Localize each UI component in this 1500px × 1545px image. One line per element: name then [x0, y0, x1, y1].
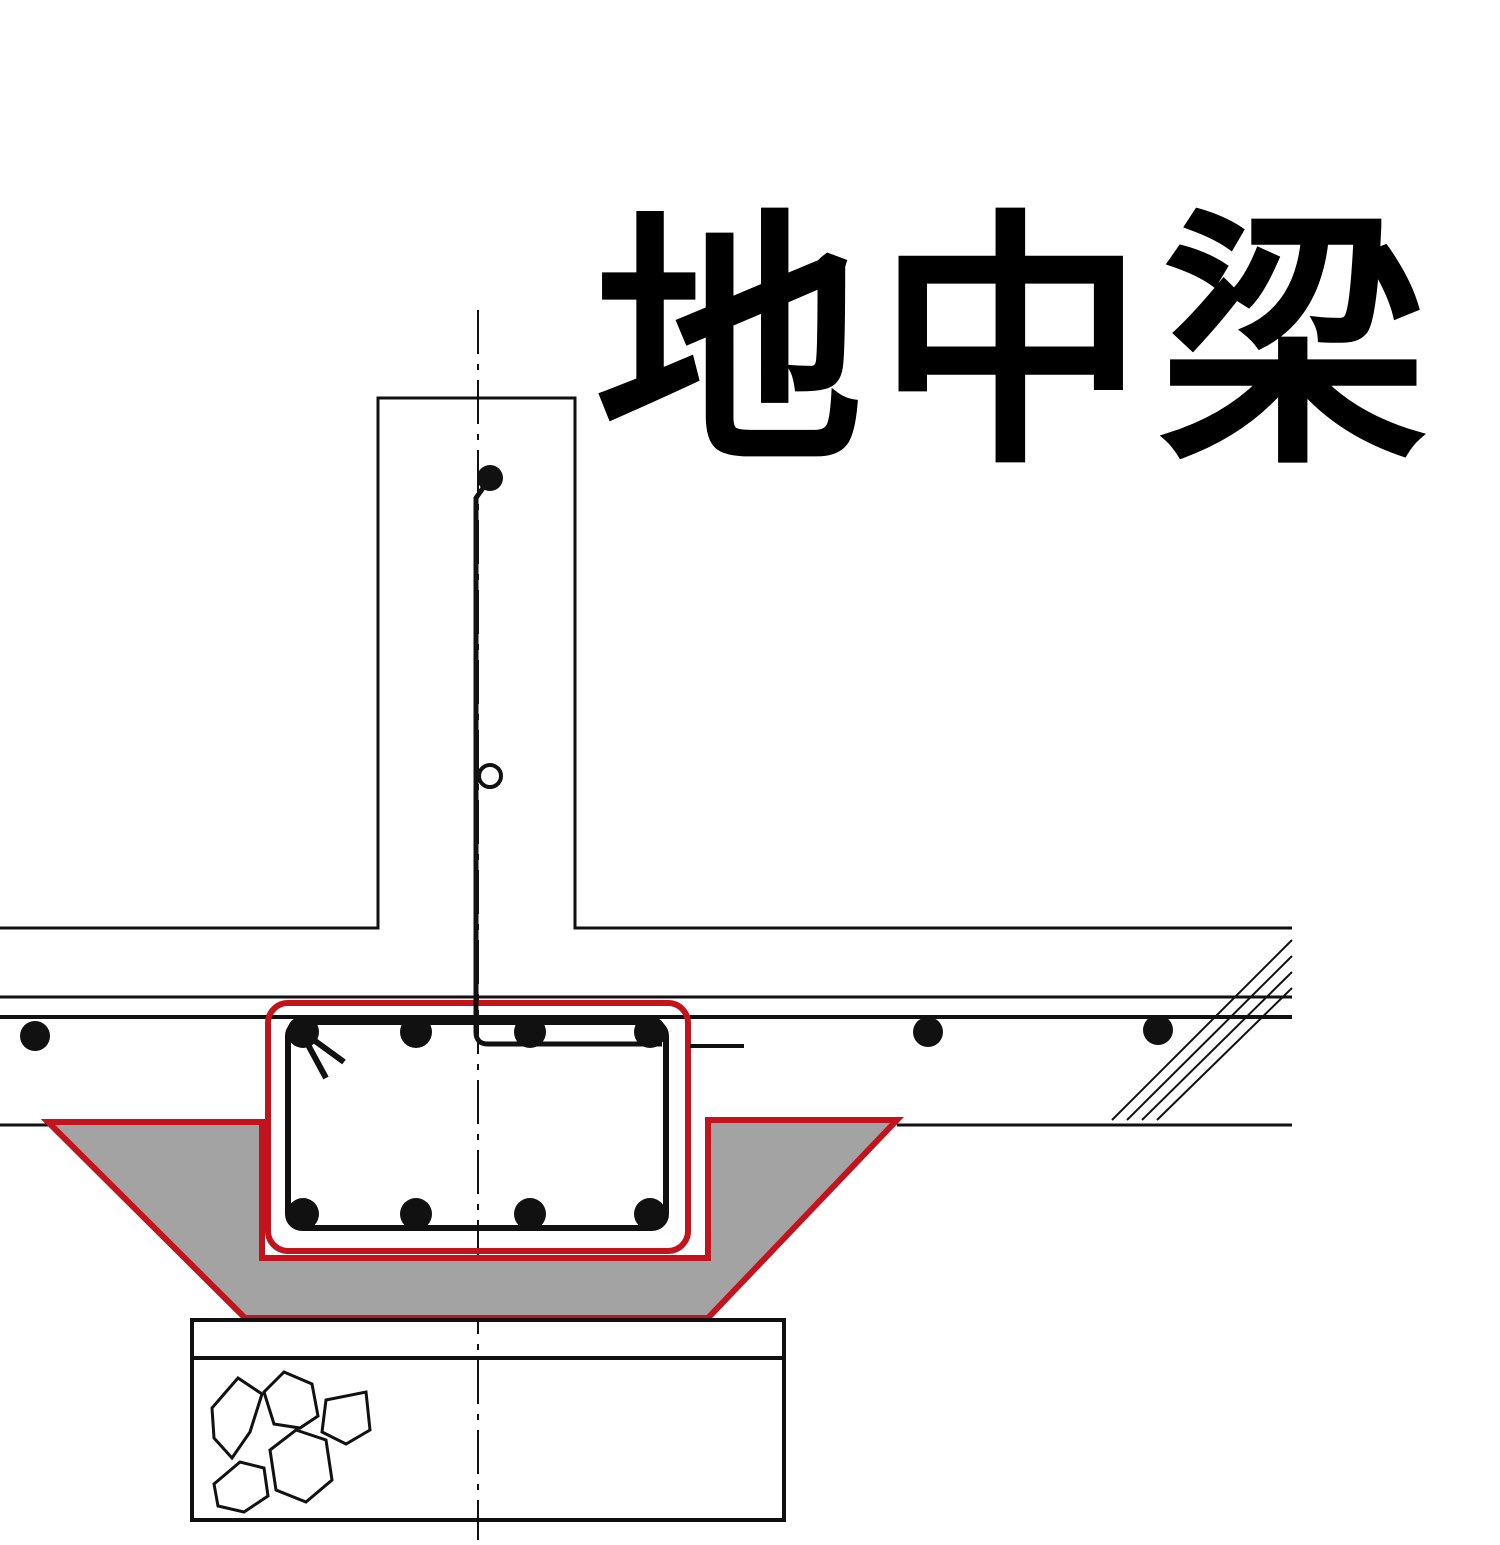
rebar-dot — [634, 1198, 666, 1230]
hatch-line — [1156, 987, 1293, 1121]
rebar-dot — [913, 1017, 943, 1047]
diagram-title: 地中梁 — [595, 189, 1441, 501]
rebar-dot — [514, 1016, 546, 1048]
hatch-line — [1141, 971, 1293, 1121]
stone-shape — [212, 1460, 270, 1514]
rebar-dot — [400, 1016, 432, 1048]
rebar-dot — [514, 1198, 546, 1230]
stone-shape — [268, 1428, 334, 1504]
stirrup — [285, 1019, 669, 1231]
rebar-dot — [287, 1016, 319, 1048]
foundation-wall-outline — [0, 396, 1292, 930]
footing-shape — [40, 1117, 905, 1321]
stone-shape — [320, 1390, 372, 1446]
stone-shape — [262, 1370, 320, 1430]
hatch-line — [1126, 955, 1293, 1121]
rebar-dot — [20, 1021, 50, 1051]
rebar-dot — [634, 1016, 666, 1048]
stone-shape — [210, 1376, 264, 1461]
rebar-ring — [477, 763, 503, 789]
rebar-dot — [287, 1198, 319, 1230]
hatch-line — [1111, 939, 1293, 1121]
rebar-dot — [1143, 1015, 1173, 1045]
rebar-dot — [400, 1198, 432, 1230]
gravel-bed-outline — [190, 1318, 786, 1522]
rebar-dot — [477, 465, 503, 491]
wall-rebar — [473, 476, 662, 1047]
